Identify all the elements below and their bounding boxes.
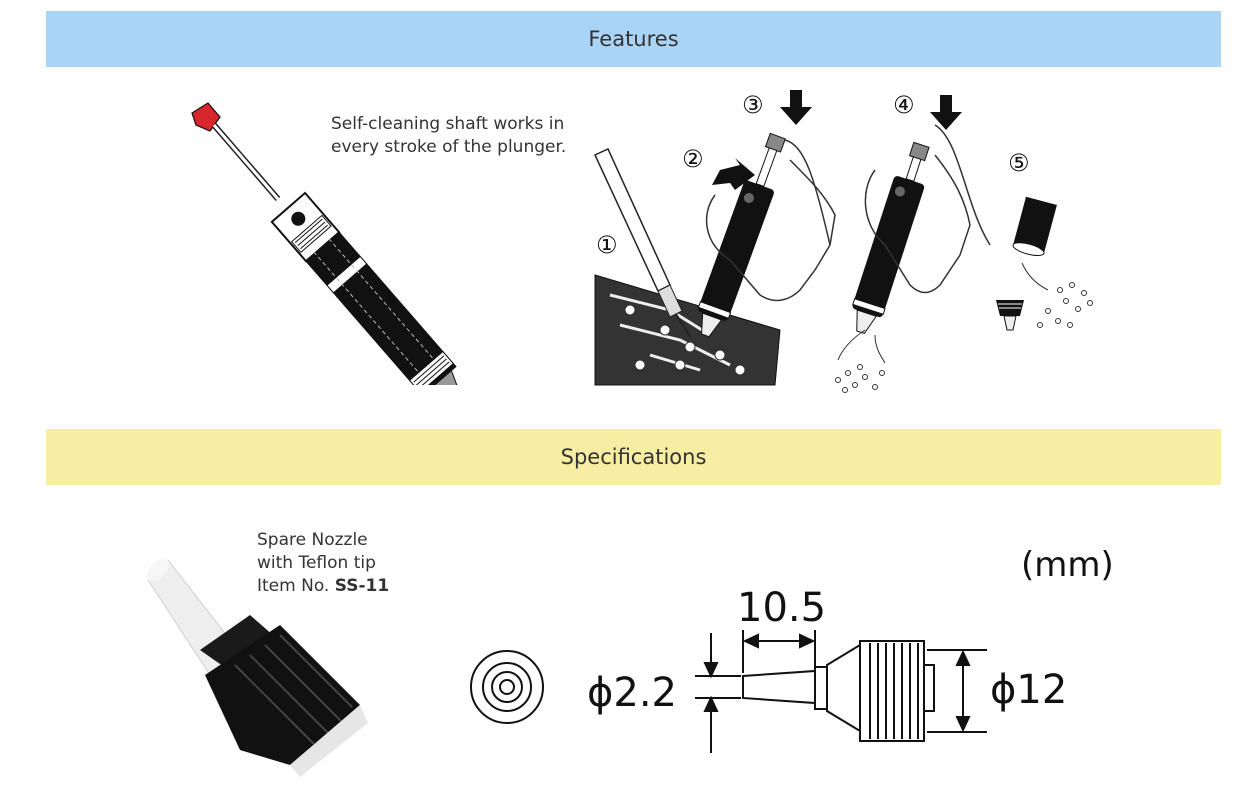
step-2-label: ② xyxy=(682,145,704,173)
nozzle-item-number: Item No. SS-11 xyxy=(257,575,389,598)
specifications-header-bar: Specifications xyxy=(46,429,1221,485)
nozzle-item-code: SS-11 xyxy=(334,576,390,596)
length-dimension-label: 10.5 xyxy=(737,585,826,631)
features-description-line2: every stroke of the plunger. xyxy=(331,137,567,157)
step-3-label: ③ xyxy=(742,91,764,119)
specifications-header-title: Specifications xyxy=(560,445,707,469)
tip-diameter-label: ϕ2.2 xyxy=(587,670,677,716)
features-header-bar: Features xyxy=(46,11,1221,67)
nozzle-caption-line1: Spare Nozzle xyxy=(257,530,368,550)
desoldering-pump-image xyxy=(191,102,458,385)
features-description-line1: Self-cleaning shaft works in xyxy=(331,114,565,134)
nozzle-side-view xyxy=(742,640,935,742)
nozzle-caption: Spare Nozzle with Teflon tip Item No. SS… xyxy=(257,529,389,598)
nozzle-item-prefix: Item No. xyxy=(257,576,335,596)
step-4-label: ④ xyxy=(893,91,915,119)
nozzle-dimension-drawing: 10.5 ϕ2.2 ϕ12 (mm) xyxy=(470,545,1114,753)
nozzle-caption-line2: with Teflon tip xyxy=(257,553,376,573)
step-5-label: ⑤ xyxy=(1008,149,1030,177)
spare-nozzle-photo xyxy=(146,558,368,777)
unit-label: (mm) xyxy=(1021,545,1114,585)
features-description: Self-cleaning shaft works in every strok… xyxy=(331,113,566,159)
nozzle-end-view xyxy=(470,650,544,724)
body-diameter-label: ϕ12 xyxy=(990,667,1067,713)
features-header-title: Features xyxy=(588,27,679,51)
step-1-label: ① xyxy=(596,231,618,259)
usage-steps-illustration: ① ② ③ ④ ⑤ xyxy=(594,90,1093,393)
